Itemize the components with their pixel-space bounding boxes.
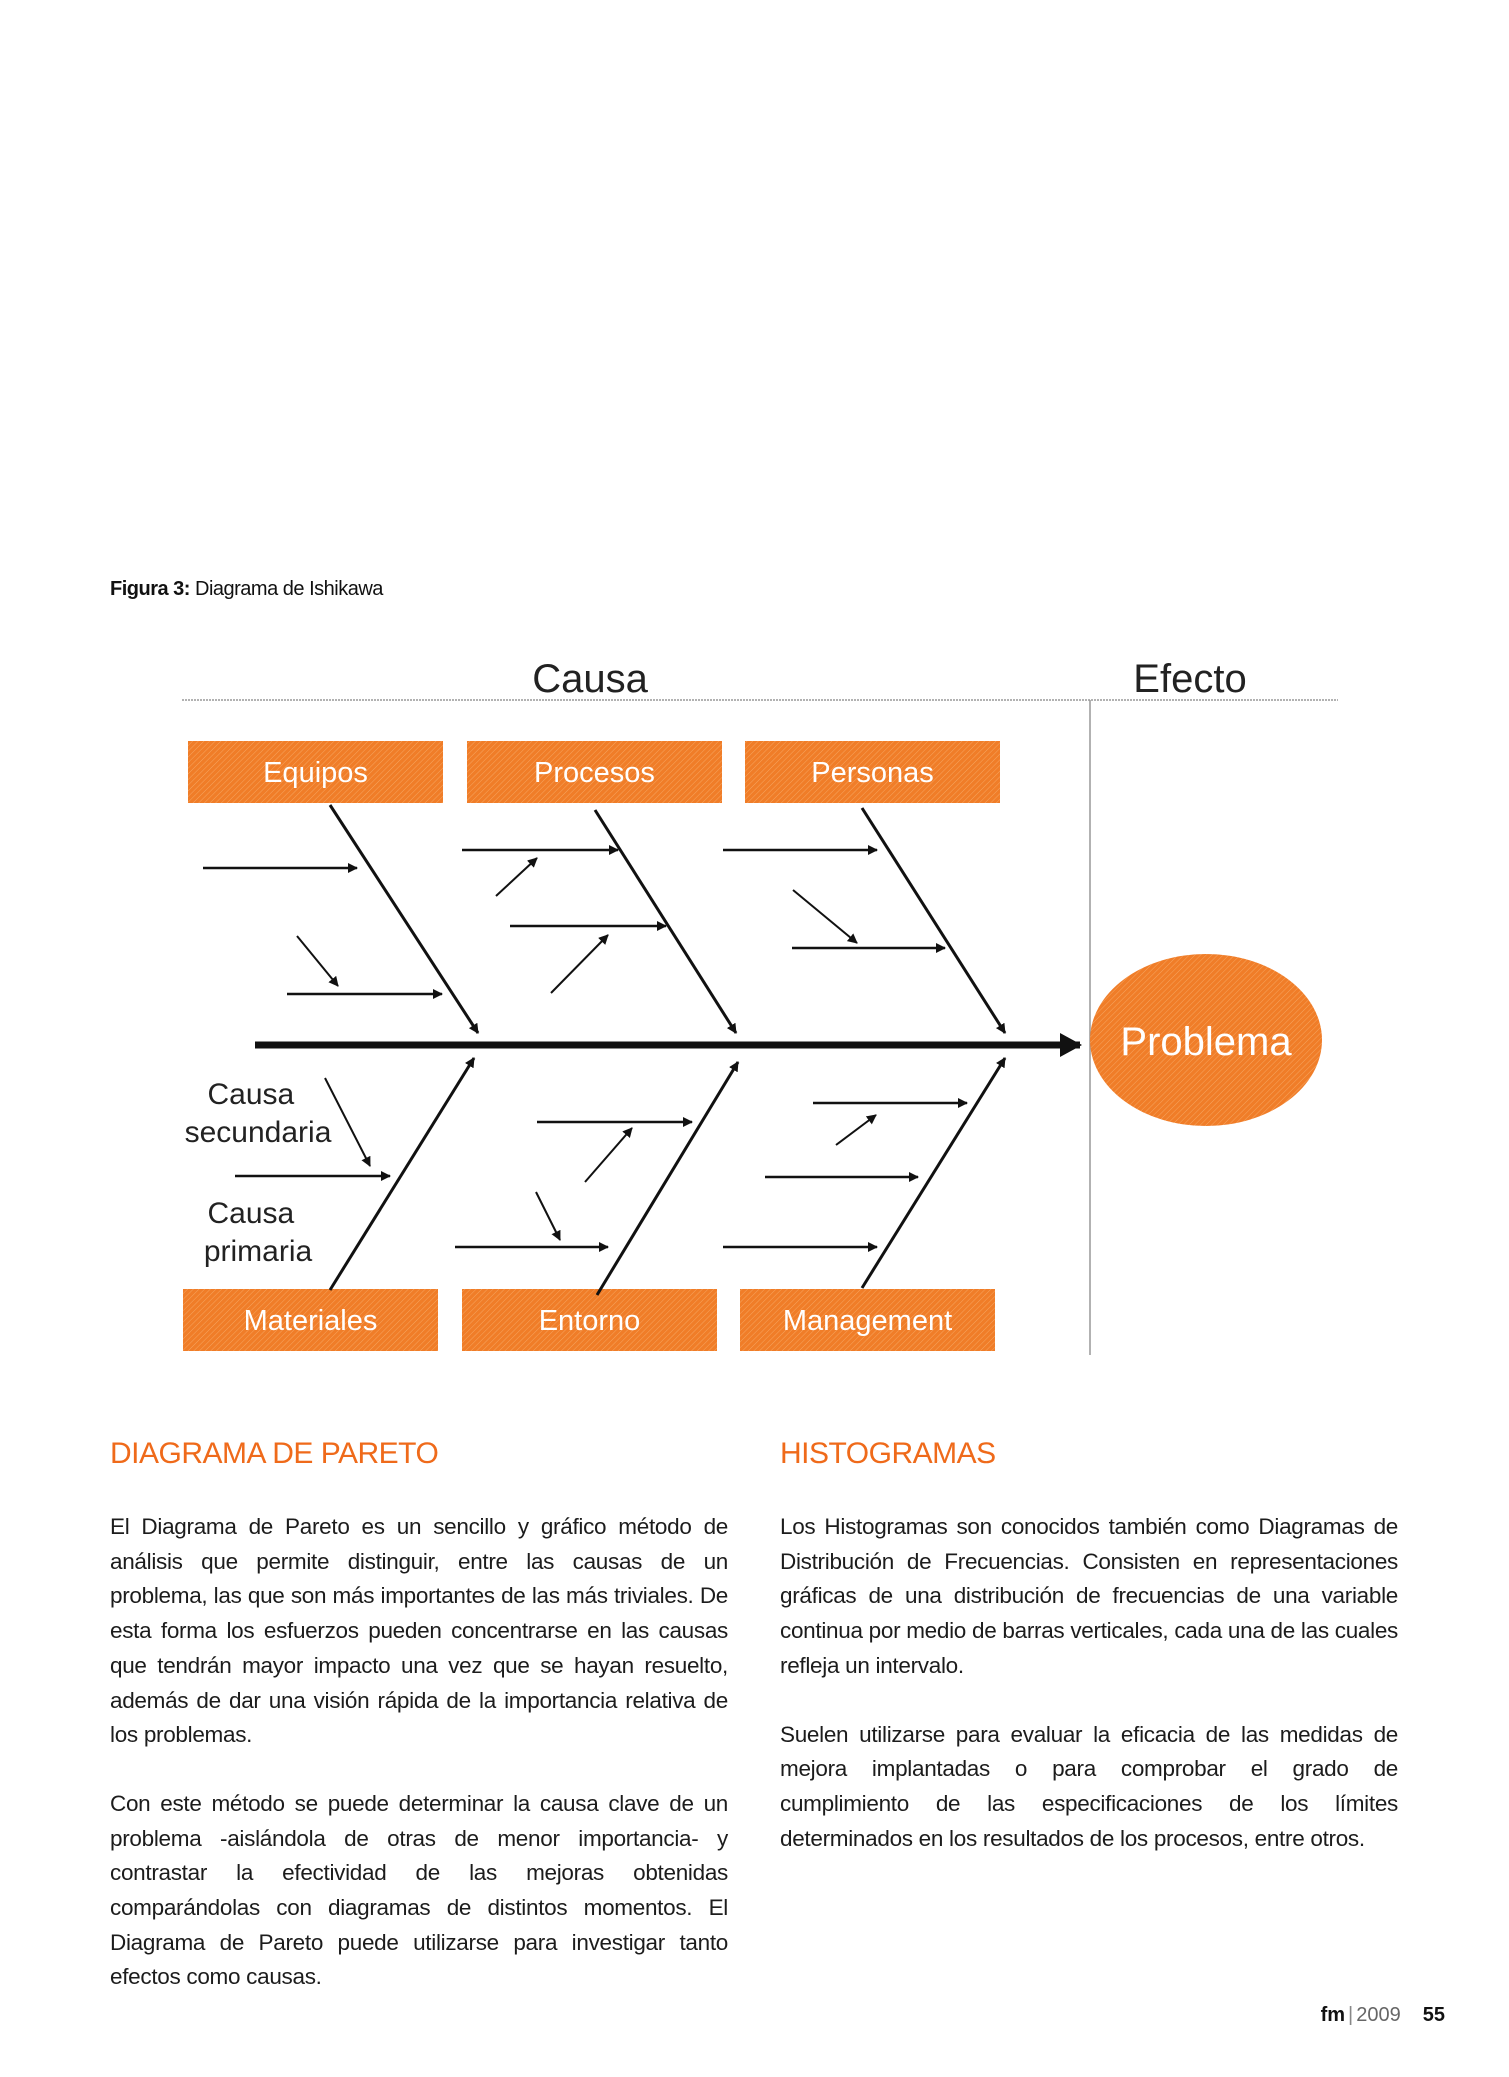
problem-ellipse [1090, 954, 1322, 1126]
problem-label: Problema [1120, 1020, 1292, 1064]
category-entorno-box [462, 1289, 717, 1351]
figure-title: Diagrama de Ishikawa [195, 578, 383, 600]
category-equipos-label: Equipos [263, 757, 368, 789]
bone-entorno [595, 1061, 740, 1296]
footer-year: 2009 [1356, 2004, 1401, 2026]
sub-cause-arrow [792, 889, 858, 944]
bone-management [860, 1057, 1007, 1289]
ishikawa-diagram: Causa Efecto Equipos Procesos PersonasMate… [182, 657, 1338, 1355]
category-procesos-box [467, 741, 722, 803]
paragraph: Suelen utilizarse para evaluar la eficac… [780, 1721, 1398, 1851]
bone-personas [860, 807, 1007, 1034]
sub-cause-arrow [584, 1127, 633, 1183]
figure-label: Figura 3: [110, 578, 190, 600]
category-personas-label: Personas [811, 757, 934, 789]
sub-cause-arrow [535, 1191, 561, 1241]
category-management-box [740, 1289, 995, 1351]
sub-cause-arrow [550, 934, 609, 994]
footer-separator: | [1348, 2004, 1354, 2026]
secondary-cause-label: Causa secundaria [185, 1078, 332, 1149]
column-pareto: El Diagrama de Pareto es un sencillo y g… [110, 1510, 728, 2029]
primary-cause-label: Causa primaria [204, 1197, 313, 1268]
paragraph: El Diagrama de Pareto es un sencillo y g… [110, 1514, 728, 1748]
category-equipos-box [188, 741, 443, 803]
column-histogramas: Los Histogramas son conocidos también co… [780, 1510, 1398, 1890]
section-title-pareto: DIAGRAMA DE PARETO [110, 1437, 439, 1470]
cause-header: Causa [532, 657, 648, 701]
footer-brand: fm [1320, 2004, 1346, 2026]
figure-caption: Figura 3: Diagrama de Ishikawa [110, 578, 383, 601]
category-management-label: Management [783, 1305, 952, 1337]
category-personas-box [745, 741, 1000, 803]
section-title-histogramas: HISTOGRAMAS [780, 1437, 996, 1470]
sub-cause-arrow [296, 935, 339, 987]
bone-materiales [328, 1057, 476, 1291]
bone-procesos [593, 809, 738, 1034]
category-materiales-label: Materiales [244, 1305, 378, 1337]
category-materiales-box [183, 1289, 438, 1351]
page-number: 55 [1422, 2004, 1445, 2026]
paragraph: Los Histogramas son conocidos también co… [780, 1514, 1398, 1678]
page-footer: fm|2009 55 [1321, 2004, 1445, 2027]
category-procesos-label: Procesos [534, 757, 655, 789]
category-entorno-label: Entorno [539, 1305, 641, 1337]
bone-equipos [328, 804, 480, 1034]
effect-header: Efecto [1133, 657, 1246, 701]
paragraph: Con este método se puede determinar la c… [110, 1790, 728, 1990]
sub-cause-arrow [835, 1114, 877, 1146]
sub-cause-arrow [324, 1077, 371, 1167]
sub-cause-arrow [495, 857, 538, 897]
